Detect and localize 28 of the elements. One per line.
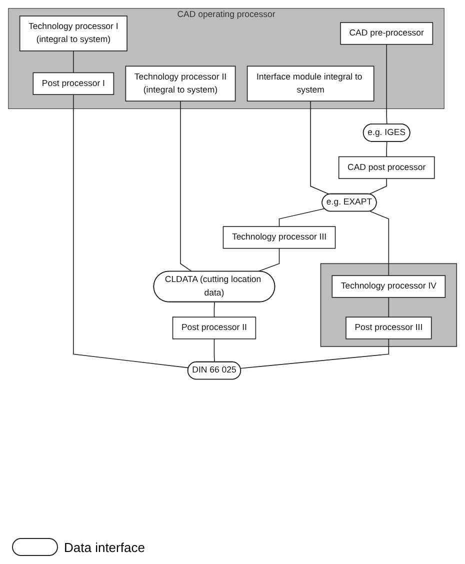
node-box — [332, 275, 446, 298]
node-box — [346, 316, 432, 340]
connector — [370, 210, 390, 276]
node-box — [19, 16, 128, 52]
node-box — [32, 72, 114, 95]
legend-text: Data interface — [64, 540, 145, 554]
connector — [214, 302, 215, 318]
node-box — [340, 22, 434, 45]
node-box — [246, 66, 374, 102]
connector — [386, 141, 388, 158]
connector — [73, 50, 74, 74]
cluster — [320, 263, 458, 347]
node-box — [125, 66, 236, 102]
block-diagram: CAD operating processor Technology processor I (integral to system) Post processor I Technology processor II (integral to system) Interface module integral to system CAD pre-processor e.g. IGES CAD post processor e.g. EXAPT Technology processor III Technology processor IV Post processor III CLDATA (cutting location data) Post processor II DIN 66 025 — [4, 4, 461, 384]
connector — [386, 44, 388, 125]
connector — [240, 338, 390, 369]
node-box — [222, 226, 336, 249]
cluster — [8, 8, 444, 109]
node-box — [172, 316, 256, 340]
connector — [310, 100, 330, 195]
connector — [368, 178, 387, 195]
connector — [73, 94, 189, 368]
connector — [278, 208, 325, 227]
connector — [214, 338, 215, 362]
node-box — [338, 156, 435, 179]
connector — [180, 100, 192, 272]
connector — [257, 248, 280, 272]
connector — [388, 297, 390, 318]
